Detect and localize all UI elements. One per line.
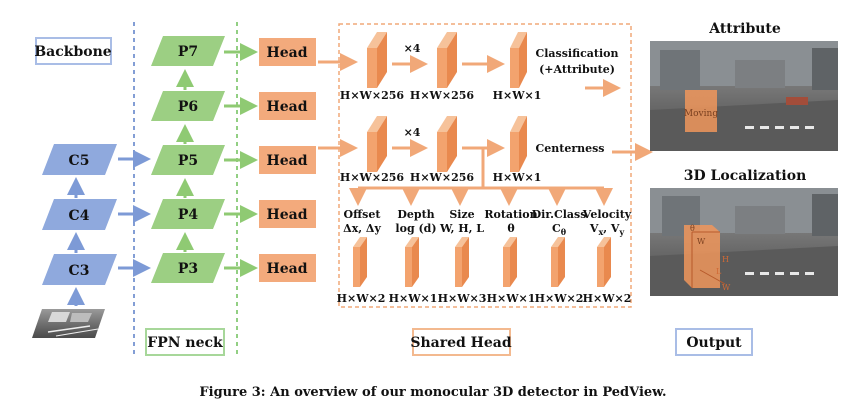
- attribute-tag: Moving: [684, 109, 718, 119]
- head-box-p6: Head: [259, 92, 316, 120]
- attribute-title: Attribute: [708, 21, 781, 37]
- branch-rotation-map: [503, 237, 517, 287]
- branch-depth: Depth log (d): [395, 208, 436, 235]
- head-box-p5: Head: [259, 146, 316, 174]
- fpn-p7-label: P7: [178, 44, 198, 60]
- output-label-box: Output: [675, 328, 753, 356]
- centerness-label: Centerness: [535, 142, 604, 155]
- reg-feature-map-1: [367, 116, 387, 172]
- reg-feature-map-2: [437, 116, 457, 172]
- branch-depth-title: Depth: [397, 208, 434, 221]
- branch-velocity-title: Velocity: [582, 208, 632, 221]
- branch-velocity-formula: Vx, Vy: [589, 222, 625, 237]
- branch-offset: Offset Δx, Δy: [343, 208, 381, 235]
- branch-tree: [349, 146, 613, 206]
- localization-title: 3D Localization: [684, 168, 807, 184]
- head-box-p4: Head: [259, 200, 316, 228]
- head-box-p3: Head: [259, 254, 316, 282]
- box-label-h: H: [722, 255, 729, 264]
- head-label: Head: [267, 261, 308, 277]
- input-image: [32, 309, 105, 338]
- localization-3d-box: [684, 225, 726, 288]
- cls-feature-map-2: [437, 32, 457, 88]
- head-label: Head: [267, 207, 308, 223]
- branch-rotation-title: Rotation: [484, 208, 537, 221]
- fpn-p3: P3: [151, 253, 225, 283]
- centerness-output-map: [510, 116, 527, 172]
- reg-shape-2: H×W×256: [410, 171, 474, 184]
- branch-offset-shape: H×W×2: [337, 292, 386, 305]
- fpn-p4: P4: [151, 199, 225, 229]
- cls-repeat-label: ×4: [404, 42, 421, 55]
- fpn-p3-label: P3: [178, 261, 198, 277]
- branch-size-shape: H×W×3: [438, 292, 487, 305]
- box-label-w-bottom: W: [722, 283, 731, 292]
- branch-size-title: Size: [449, 208, 474, 221]
- shared-head-label: Shared Head: [410, 335, 512, 351]
- branch-rotation-formula: θ: [507, 222, 514, 235]
- box-label-theta: θ: [690, 224, 695, 233]
- branch-depth-formula: log (d): [395, 222, 436, 235]
- fpn-p5: P5: [151, 145, 225, 175]
- branch-velocity-map: [597, 237, 611, 287]
- backbone-c5-label: C5: [69, 153, 90, 169]
- fpn-label: FPN neck: [147, 335, 223, 351]
- head-label: Head: [267, 99, 308, 115]
- head-label: Head: [267, 45, 308, 61]
- branch-size-formula: W, H, L: [439, 222, 484, 235]
- branch-offset-map: [353, 237, 367, 287]
- box-label-l: L: [716, 267, 722, 276]
- backbone-c3-label: C3: [69, 263, 90, 279]
- output-label: Output: [686, 335, 742, 351]
- branch-dirclass-title: Dir.Class: [532, 208, 587, 221]
- reg-shape-1: H×W×256: [340, 171, 404, 184]
- figure-caption: Figure 3: An overview of our monocular 3…: [199, 385, 666, 400]
- branch-offset-title: Offset: [344, 208, 382, 221]
- attribute-label: (+Attribute): [539, 63, 615, 76]
- branch-size: Size W, H, L: [439, 208, 484, 235]
- shared-head-boundary: [338, 23, 632, 308]
- branch-size-map: [455, 237, 469, 287]
- backbone-label-box: Backbone: [34, 37, 112, 65]
- localization-output-image: θ W H L W: [650, 188, 838, 296]
- cls-shape-1: H×W×256: [340, 89, 404, 102]
- attribute-bounding-box: [685, 90, 717, 132]
- backbone-c5: C5: [42, 144, 117, 175]
- fpn-p7: P7: [151, 36, 225, 66]
- fpn-p6-label: P6: [178, 99, 198, 115]
- branch-dirclass: Dir.Class Cθ: [532, 208, 587, 237]
- backbone-label: Backbone: [34, 44, 111, 60]
- cls-shape-2: H×W×256: [410, 89, 474, 102]
- branch-dirclass-map: [551, 237, 565, 287]
- branch-depth-shape: H×W×1: [389, 292, 438, 305]
- head-box-p7: Head: [259, 38, 316, 66]
- branch-rotation: Rotation θ: [484, 208, 537, 235]
- centerness-shape: H×W×1: [493, 171, 542, 184]
- head-label: Head: [267, 153, 308, 169]
- classification-label: Classification: [535, 47, 618, 60]
- attribute-output-image: Moving: [650, 41, 838, 151]
- backbone-c3: C3: [42, 254, 117, 285]
- branch-dirclass-shape: H×W×2: [535, 292, 584, 305]
- branch-depth-map: [405, 237, 419, 287]
- cls-output-map: [510, 32, 527, 88]
- branch-offset-formula: Δx, Δy: [343, 222, 381, 235]
- fpn-label-box: FPN neck: [145, 328, 225, 356]
- box-label-w-top: W: [697, 237, 706, 246]
- fpn-p4-label: P4: [178, 207, 199, 223]
- reg-repeat-label: ×4: [404, 126, 421, 139]
- cls-feature-map-1: [367, 32, 387, 88]
- branch-velocity-shape: H×W×2: [583, 292, 632, 305]
- fpn-p5-label: P5: [178, 153, 198, 169]
- backbone-c4-label: C4: [69, 208, 90, 224]
- branch-rotation-shape: H×W×1: [487, 292, 536, 305]
- branch-dirclass-formula: Cθ: [552, 222, 567, 237]
- backbone-c4: C4: [42, 199, 117, 230]
- cls-shape-out: H×W×1: [493, 89, 542, 102]
- fpn-p6: P6: [151, 91, 225, 121]
- branch-velocity: Velocity Vx, Vy: [582, 208, 632, 237]
- shared-head-label-box: Shared Head: [410, 328, 512, 356]
